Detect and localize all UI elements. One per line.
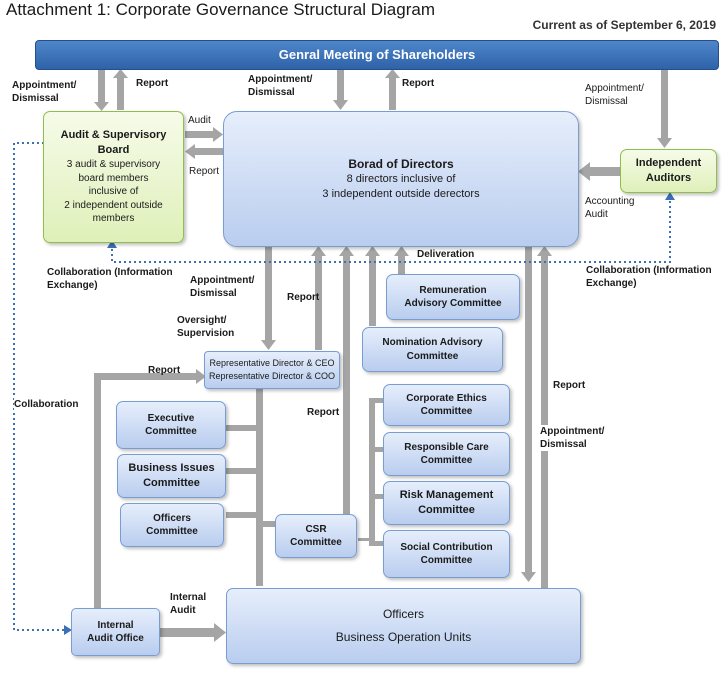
label-appointment-officers: Appointment/ Dismissal <box>540 425 618 451</box>
label-appointment-left: Appointment/ Dismissal <box>12 80 77 104</box>
corporate-ethics-box: Corporate Ethics Committee <box>383 384 510 426</box>
rep-coo: Representative Director & COO <box>208 371 336 381</box>
business-units-label: Business Operation Units <box>335 630 472 644</box>
label-report-officers: Report <box>553 380 586 391</box>
arrow-officers-to-board <box>537 246 552 588</box>
report-to-rep-line <box>94 373 196 380</box>
arrow-csr-to-board <box>339 246 354 518</box>
collab-head-left <box>107 240 117 248</box>
audit-board-detail-4: 2 independent outside <box>64 199 163 211</box>
arrow-gm-to-auditors <box>657 70 672 148</box>
label-internal-audit: Internal Audit <box>170 592 207 616</box>
as-of-date: Current as of September 6, 2019 <box>532 18 716 32</box>
label-report-audit-board: Report <box>189 166 220 177</box>
arrow-internal-audit <box>160 623 226 642</box>
arrow-gm-to-audit-board <box>94 70 109 111</box>
internal-audit-report-line <box>94 376 101 608</box>
branch-officers-committee <box>226 512 260 518</box>
csr-link <box>358 538 370 541</box>
label-report-internal: Report <box>148 365 181 376</box>
officers-committee-box: Officers Committee <box>120 503 224 547</box>
audit-board-box: Audit & Supervisory Board 3 audit & supe… <box>43 111 184 243</box>
arrow-nomination-to-board <box>365 246 380 326</box>
collab-head-right <box>665 192 675 200</box>
label-appointment-rep: Appointment/ Dismissal <box>190 275 255 299</box>
report-to-rep-head <box>196 369 206 384</box>
label-report-board: Report <box>402 78 435 89</box>
label-collaboration: Collaboration <box>14 398 79 411</box>
page-title: Attachment 1: Corporate Governance Struc… <box>6 0 435 19</box>
branch-executive <box>226 425 260 431</box>
collaboration-info-line <box>111 196 671 263</box>
arrow-board-to-rep <box>261 246 276 350</box>
label-appointment-auditors: Appointment/ Dismissal <box>585 83 644 107</box>
label-accounting-audit: Accounting Audit <box>585 196 635 220</box>
label-collaboration-info-left: Collaboration (Information Exchange) <box>47 267 173 291</box>
label-report-csr: Report <box>307 407 340 418</box>
label-audit: Audit <box>188 115 211 126</box>
audit-board-detail-2: board members <box>78 172 149 184</box>
executive-committee-box: Executive Committee <box>116 401 226 449</box>
rep-ceo: Representative Director & CEO <box>209 357 335 368</box>
arrow-accounting-audit <box>578 162 620 181</box>
internal-audit-office-box: Internal Audit Office <box>71 608 160 656</box>
audit-board-detail-5: members <box>92 213 135 225</box>
label-deliveration: Deliveration <box>417 249 475 260</box>
arrow-board-to-officers <box>521 246 536 582</box>
board-of-directors-box: Borad of Directors 8 directors inclusive… <box>223 111 579 247</box>
rep-trunk <box>256 386 263 586</box>
label-report-rep: Report <box>287 292 320 303</box>
branch-responsible-care <box>369 447 384 452</box>
arrow-rep-to-board <box>311 246 326 350</box>
csr-committees-trunk <box>369 398 375 544</box>
label-collaboration-info-right: Collaboration (Information Exchange) <box>586 265 712 289</box>
audit-board-detail-1: 3 audit & supervisory <box>66 159 161 171</box>
arrow-remuneration-to-board <box>394 246 409 274</box>
arrow-audit-board-to-gm <box>113 69 128 110</box>
label-appointment-board: Appointment/ Dismissal <box>248 74 313 98</box>
board-name: Borad of Directors <box>348 157 454 172</box>
officers-units-box: Officers Business Operation Units <box>226 588 581 664</box>
arrow-audit <box>185 127 223 142</box>
branch-business-issues <box>226 468 260 474</box>
label-oversight: Oversight/ Supervision <box>177 315 235 339</box>
branch-csr <box>256 521 276 527</box>
nomination-committee-box: Nomination Advisory Committee <box>362 327 503 372</box>
independent-auditors-box: Independent Auditors <box>620 149 717 193</box>
business-issues-committee-box: Business Issues Committee <box>117 454 226 498</box>
board-detail-2: 3 independent outside derectors <box>322 188 480 201</box>
social-contribution-box: Social Contribution Committee <box>383 530 510 578</box>
board-detail-1: 8 directors inclusive of <box>346 173 456 186</box>
responsible-care-box: Responsible Care Committee <box>383 432 510 476</box>
branch-risk <box>369 494 384 499</box>
csr-committee-box: CSR Committee <box>275 514 357 558</box>
arrow-report-to-audit-board <box>185 144 223 159</box>
officers-label: Officers <box>382 607 425 622</box>
collab-head-internal <box>64 625 72 635</box>
arrow-board-to-gm <box>385 69 400 110</box>
representative-directors-box: Representative Director & CEO Representa… <box>204 351 340 389</box>
branch-social <box>369 541 384 546</box>
remuneration-committee-box: Remuneration Advisory Committee <box>386 274 520 320</box>
audit-board-detail-3: inclusive of <box>88 186 139 198</box>
collaboration-line <box>13 142 64 631</box>
general-meeting-box: Genral Meeting of Shareholders <box>35 40 719 70</box>
label-report-left: Report <box>136 78 169 89</box>
audit-board-name: Audit & Supervisory Board <box>60 129 167 157</box>
branch-ethics <box>369 398 384 403</box>
risk-management-box: Risk Management Committee <box>383 481 510 525</box>
arrow-gm-to-board <box>333 70 348 110</box>
